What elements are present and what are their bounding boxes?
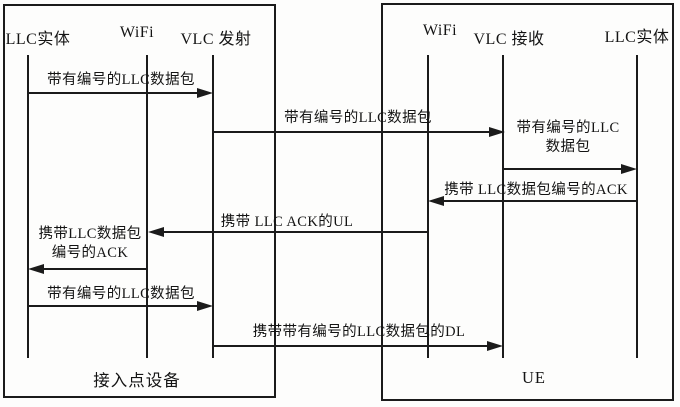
arrow-shaft <box>28 305 203 307</box>
message-arrow-5 <box>148 226 428 238</box>
arrow-shaft <box>158 231 428 233</box>
message-label-1: 带有编号的LLC数据包 <box>47 72 195 88</box>
arrowhead-left-icon <box>428 195 444 206</box>
access-point-box <box>3 4 276 398</box>
lifeline-llc-entity-ue <box>636 55 638 358</box>
lifeline-wifi-ap <box>146 55 148 358</box>
message-label-6: 携带LLC数据包 编号的ACK <box>28 225 152 263</box>
message-label-8: 携带带有编号的LLC数据包的DL <box>252 324 466 340</box>
lifeline-wifi-ue <box>427 55 429 358</box>
arrow-shaft <box>213 345 493 347</box>
arrow-shaft <box>28 92 203 94</box>
lifeline-vlc-tx <box>212 55 214 358</box>
message-label-6-line-2: 编号的ACK <box>51 245 129 261</box>
arrow-shaft <box>213 131 495 133</box>
message-arrow-2 <box>213 126 505 138</box>
message-label-4: 携带 LLC数据包编号的ACK <box>444 182 628 198</box>
lifeline-label-vlc-tx: VLC 发射 <box>180 31 252 48</box>
message-arrow-8 <box>213 340 503 352</box>
arrowhead-right-icon <box>487 340 503 351</box>
message-label-3-line-1: 带有编号的LLC <box>516 120 620 136</box>
message-label-2: 带有编号的LLC数据包 <box>284 110 432 126</box>
arrow-shaft <box>503 168 627 170</box>
arrowhead-right-icon <box>197 300 213 311</box>
lifeline-label-vlc-rx: VLC 接收 <box>473 31 545 48</box>
message-label-7: 带有编号的LLC数据包 <box>47 286 195 302</box>
message-arrow-1 <box>28 87 213 99</box>
message-arrow-6 <box>28 263 147 275</box>
arrowhead-right-icon <box>621 163 637 174</box>
lifeline-label-llc-entity-ue: LLC实体 <box>604 29 670 46</box>
lifeline-label-wifi-ue: WiFi <box>422 22 458 39</box>
message-arrow-7 <box>28 300 213 312</box>
lifeline-vlc-rx <box>502 55 504 358</box>
arrow-shaft <box>438 200 637 202</box>
message-arrow-3 <box>503 163 637 175</box>
arrowhead-right-icon <box>489 126 505 137</box>
arrow-shaft <box>38 268 147 270</box>
message-label-6-line-1: 携带LLC数据包 <box>38 226 142 242</box>
message-label-3-line-2: 数据包 <box>545 139 591 155</box>
ue-caption: UE <box>522 368 546 387</box>
access-point-caption: 接入点设备 <box>93 371 181 390</box>
arrowhead-left-icon <box>28 263 44 274</box>
ue-box <box>381 3 674 401</box>
arrowhead-right-icon <box>197 87 213 98</box>
lifeline-label-llc-entity-ap: LLC实体 <box>5 31 71 48</box>
lifeline-label-wifi-ap: WiFi <box>119 24 155 41</box>
message-label-3: 带有编号的LLC 数据包 <box>505 119 631 157</box>
message-label-5: 携带 LLC ACK的UL <box>220 214 354 230</box>
message-arrow-4 <box>428 195 637 207</box>
lifeline-llc-entity-ap <box>27 55 29 358</box>
arrowhead-left-icon <box>148 226 164 237</box>
